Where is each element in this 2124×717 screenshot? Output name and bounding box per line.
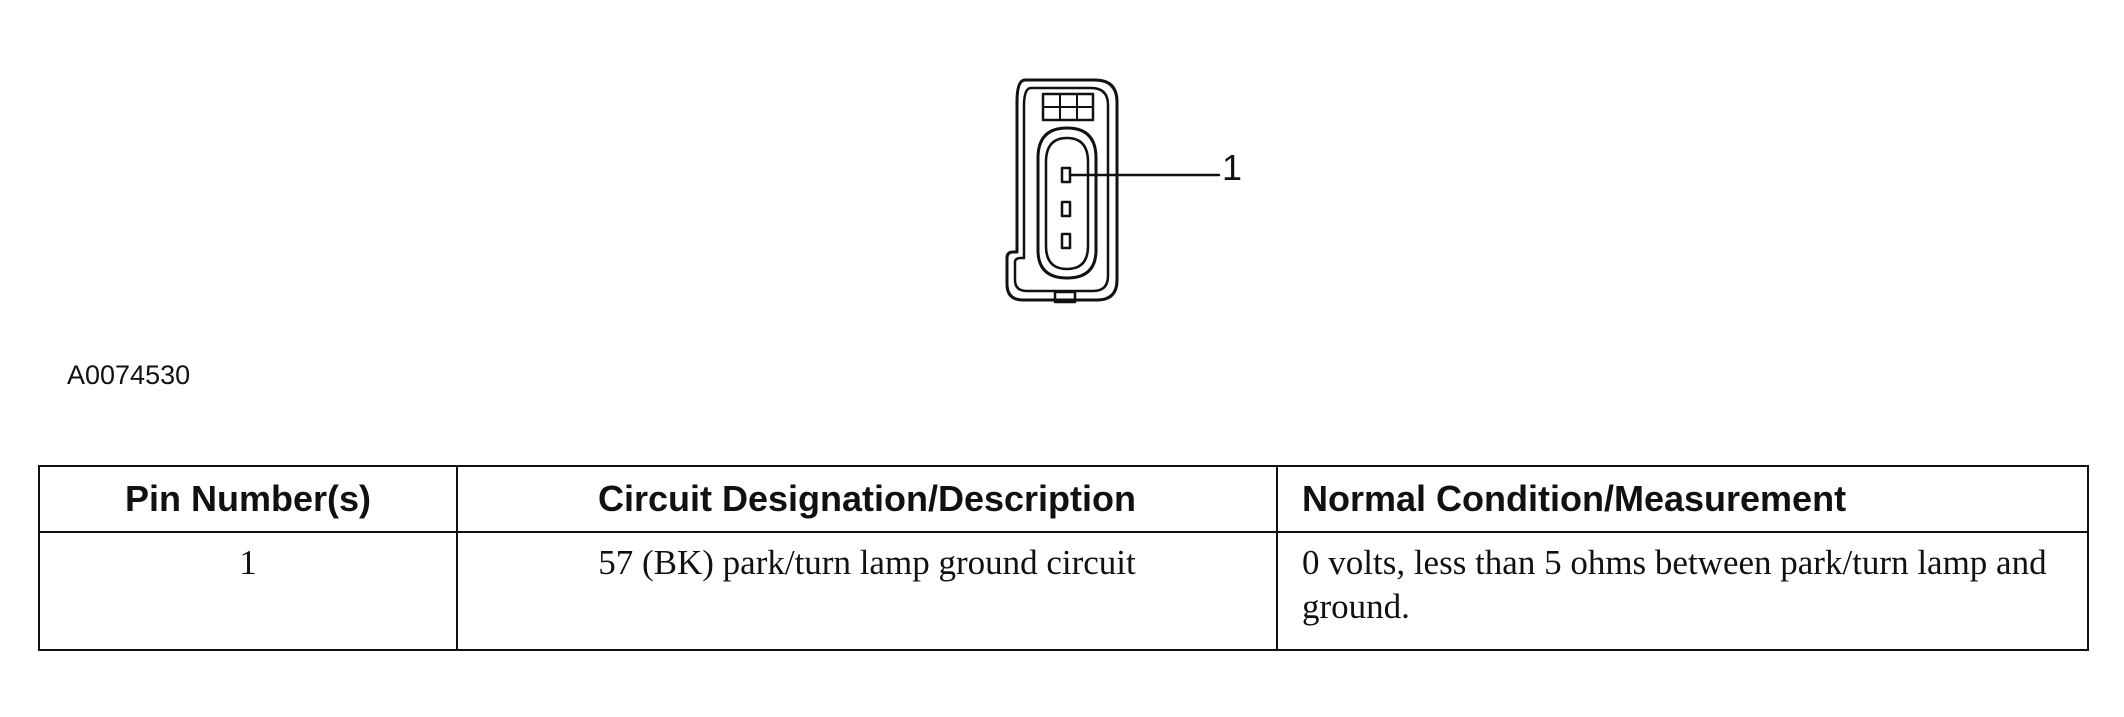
cell-pin-number: 1 <box>38 531 458 651</box>
table-row: 1 57 (BK) park/turn lamp ground circuit … <box>38 531 2089 651</box>
header-circuit-designation: Circuit Designation/Description <box>456 465 1278 533</box>
connector-diagram <box>995 72 1295 322</box>
cell-measurement: 0 volts, less than 5 ohms between park/t… <box>1276 531 2089 651</box>
connector-face-drawing <box>1005 78 1221 304</box>
pin-callout-label: 1 <box>1222 147 1243 188</box>
table-header-row: Pin Number(s) Circuit Designation/Descri… <box>38 465 2089 533</box>
pinout-table: Pin Number(s) Circuit Designation/Descri… <box>38 465 2089 651</box>
header-pin-numbers: Pin Number(s) <box>38 465 458 533</box>
header-normal-condition: Normal Condition/Measurement <box>1276 465 2089 533</box>
figure-id: A0074530 <box>67 360 191 390</box>
cell-circuit-description: 57 (BK) park/turn lamp ground circuit <box>456 531 1278 651</box>
